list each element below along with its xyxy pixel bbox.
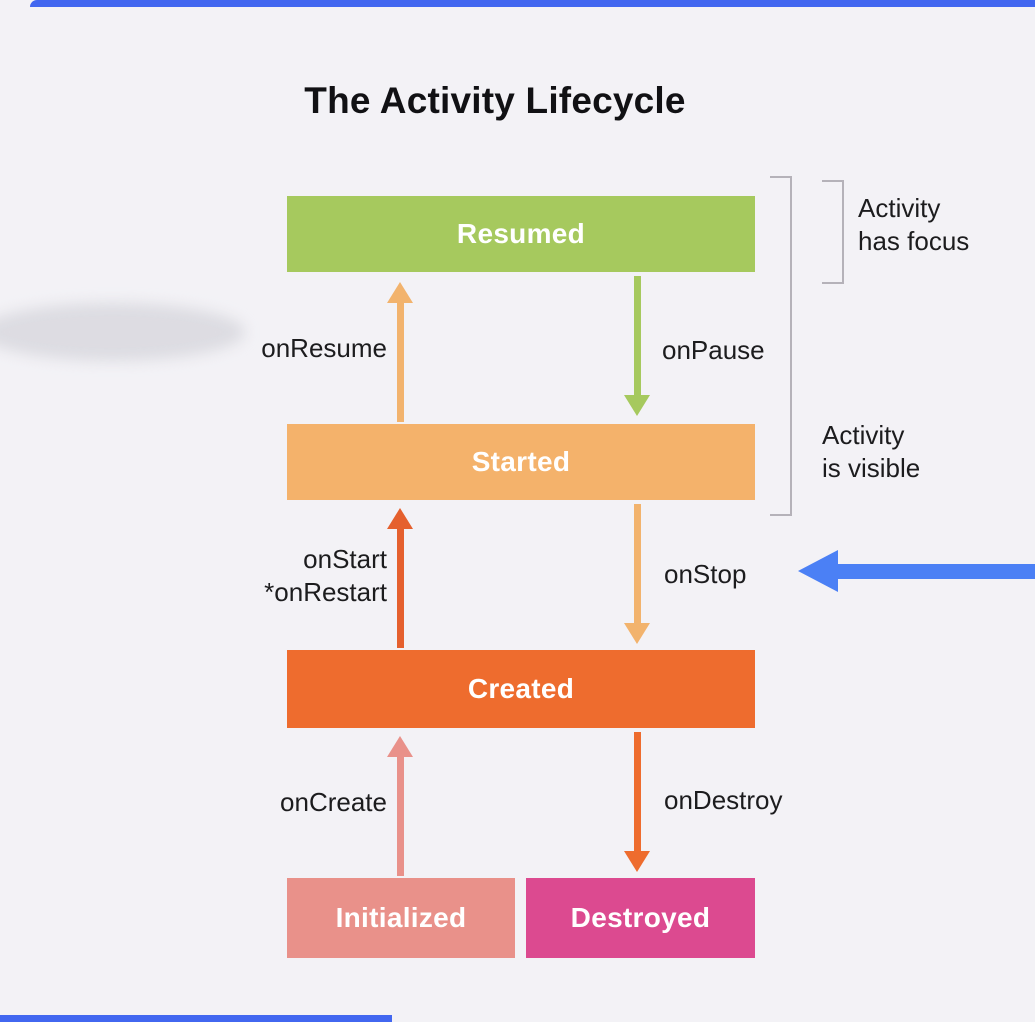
arrow-up-onresume-icon — [387, 282, 413, 422]
label-onstop: onStop — [664, 559, 747, 589]
arrow-head-icon — [624, 851, 650, 872]
annotation-activity-is-visible: Activity is visible — [822, 420, 921, 483]
bracket-activity-has-focus — [822, 180, 844, 284]
arrow-down-onpause-icon — [624, 276, 650, 416]
frame-bottom-edge — [0, 1015, 392, 1022]
state-box-initialized: Initialized — [287, 878, 515, 958]
label-onpause: onPause — [662, 335, 765, 365]
label-ondestroy: onDestroy — [664, 785, 783, 815]
label-onstart-onrestart: onStart *onRestart — [264, 544, 387, 607]
state-box-destroyed: Destroyed — [526, 878, 755, 958]
state-box-started: Started — [287, 424, 755, 500]
arrow-head-icon — [387, 282, 413, 303]
frame-top-edge — [30, 0, 1035, 7]
arrow-up-oncreate-icon — [387, 736, 413, 876]
arrow-down-onstop-icon — [624, 504, 650, 644]
annotation-activity-has-focus: Activity has focus — [858, 193, 970, 256]
pointer-arrow-icon — [798, 549, 1035, 593]
pointer-arrow-head-icon — [798, 550, 838, 592]
state-box-created: Created — [287, 650, 755, 728]
arrow-up-onstart-icon — [387, 508, 413, 648]
label-onresume: onResume — [261, 333, 387, 363]
arrow-head-icon — [624, 395, 650, 416]
arrow-head-icon — [624, 623, 650, 644]
arrow-down-ondestroy-icon — [624, 732, 650, 872]
label-oncreate: onCreate — [280, 787, 387, 817]
arrow-head-icon — [387, 508, 413, 529]
diagram-title: The Activity Lifecycle — [304, 80, 686, 121]
bracket-activity-visible — [770, 176, 792, 516]
arrow-head-icon — [387, 736, 413, 757]
state-box-resumed: Resumed — [287, 196, 755, 272]
smudge-artifact — [0, 303, 245, 361]
